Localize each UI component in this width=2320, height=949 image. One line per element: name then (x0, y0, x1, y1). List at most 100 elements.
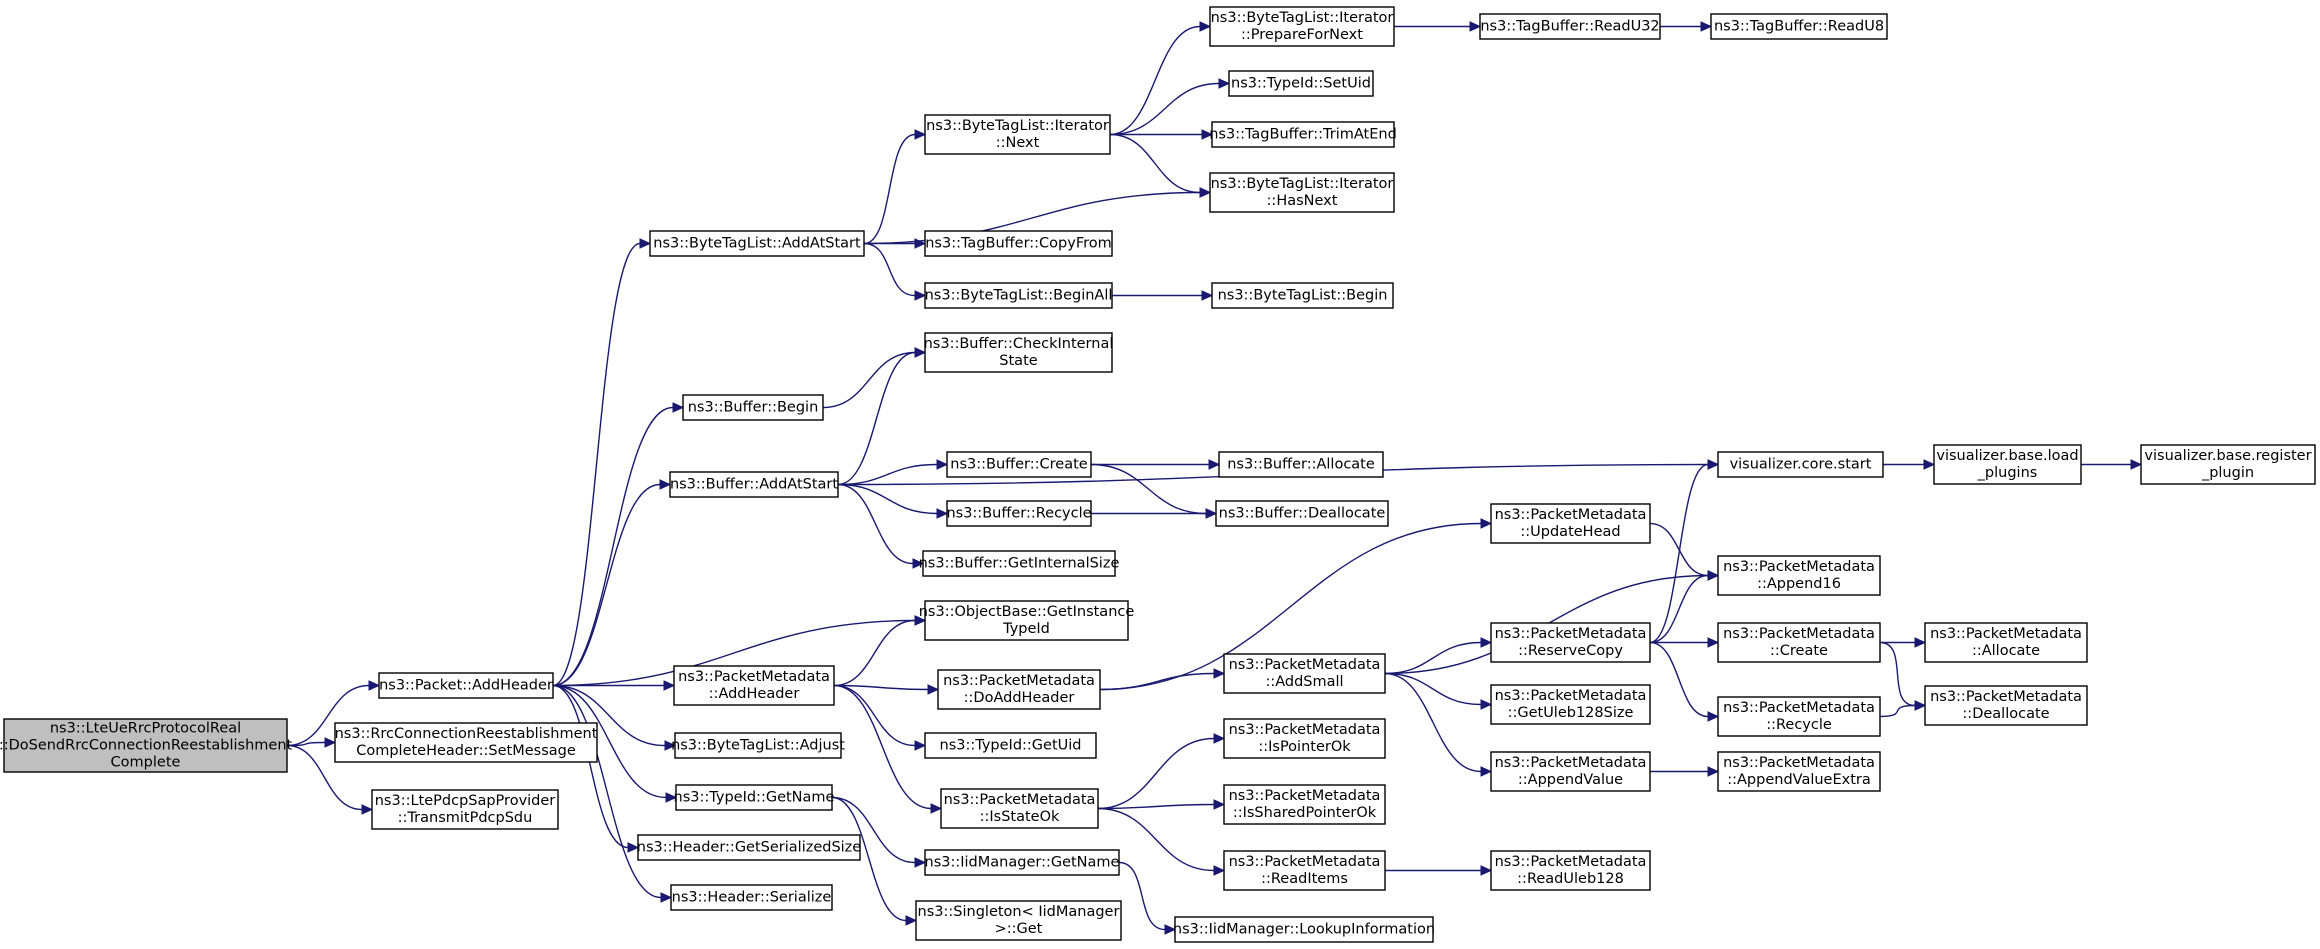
node-byte-tag-list-adjust[interactable]: ns3::ByteTagList::Adjust (671, 732, 845, 759)
node-tag-buffer-read-u32[interactable]: ns3::TagBuffer::ReadU32 (1479, 13, 1661, 40)
node-buffer-recycle[interactable]: ns3::Buffer::Recycle (946, 500, 1092, 527)
node-header-get-serialized-size[interactable]: ns3::Header::GetSerializedSize (637, 834, 862, 861)
edge-buffer_add_at_start-to-buffer_recycle (837, 483, 949, 519)
edge-pm_create-to-pm_allocate (1879, 637, 1927, 648)
node-byte-tag-list-begin[interactable]: ns3::ByteTagList::Begin (1211, 282, 1394, 309)
node-box (682, 394, 824, 421)
node-byte-tag-list-add-at-start[interactable]: ns3::ByteTagList::AddAtStart (649, 230, 865, 257)
node-iid-manager-lookup-information[interactable]: ns3::IidManager::LookupInformation (1173, 916, 1435, 943)
node-packet-metadata-read-items[interactable]: ns3::PacketMetadata::ReadItems (1223, 850, 1386, 891)
node-label: ::Recycle (1766, 717, 1832, 733)
node-type-id-get-uid[interactable]: ns3::TypeId::GetUid (924, 732, 1097, 759)
node-box (1223, 653, 1386, 694)
node-label: Complete (111, 755, 181, 771)
edge-pm_is_state_ok-to-pm_is_shared_ptr_ok (1097, 799, 1226, 810)
node-packet-metadata-append16[interactable]: ns3::PacketMetadata::Append16 (1717, 555, 1881, 596)
node-label: ns3::PacketMetadata (1723, 559, 1875, 575)
node-box (1933, 444, 2082, 485)
node-box (649, 230, 865, 257)
node-header-serialize[interactable]: ns3::Header::Serialize (670, 884, 833, 911)
node-label: ns3::Header::GetSerializedSize (637, 840, 862, 856)
node-lte-ue-rrc-protocol-real-do-send[interactable]: ns3::LteUeRrcProtocolReal::DoSendRrcConn… (0, 718, 292, 773)
node-byte-tag-list-iterator-has-next[interactable]: ns3::ByteTagList::Iterator::HasNext (1209, 172, 1395, 213)
node-label: ns3::PacketMetadata (1723, 700, 1875, 716)
node-packet-metadata-is-shared-pointer-ok[interactable]: ns3::PacketMetadata::IsSharedPointerOk (1223, 784, 1386, 825)
edges-layer (286, 21, 2143, 935)
node-box (3, 718, 288, 773)
edge-pm_add_header-to-pm_is_state_ok (833, 684, 943, 814)
node-packet-metadata-get-uleb128-size[interactable]: ns3::PacketMetadata::GetUleb128Size (1490, 684, 1651, 725)
node-label: ns3::Buffer::Create (950, 457, 1088, 473)
node-buffer-begin[interactable]: ns3::Buffer::Begin (682, 394, 824, 421)
edge-tagbuf_read_u32-to-tagbuf_read_u8 (1660, 21, 1713, 32)
node-box (1490, 850, 1651, 891)
node-byte-tag-list-begin-all[interactable]: ns3::ByteTagList::BeginAll (924, 282, 1113, 309)
node-lte-pdcp-sap-provider-transmit-pdcp-sdu[interactable]: ns3::LtePdcpSapProvider::TransmitPdcpSdu (371, 789, 559, 830)
node-box (674, 732, 842, 759)
node-packet-metadata-allocate[interactable]: ns3::PacketMetadata::Allocate (1924, 622, 2088, 663)
node-visualizer-core-start[interactable]: visualizer.core.start (1717, 451, 1884, 478)
edge-btl_iter_next-to-btl_iter_has_next (1109, 133, 1212, 198)
node-tag-buffer-trim-at-end[interactable]: ns3::TagBuffer::TrimAtEnd (1209, 121, 1397, 148)
node-box (946, 500, 1092, 527)
node-label: ::DoAddHeader (964, 690, 1075, 706)
node-packet-metadata-append-value[interactable]: ns3::PacketMetadata::AppendValue (1490, 751, 1651, 792)
node-visualizer-base-register-plugin[interactable]: visualizer.base.register_plugin (2140, 444, 2316, 485)
node-label: ns3::Buffer::Deallocate (1219, 506, 1386, 522)
node-packet-metadata-is-state-ok[interactable]: ns3::PacketMetadata::IsStateOk (940, 788, 1099, 829)
node-label: ::ReadItems (1261, 871, 1348, 887)
node-iid-manager-get-name[interactable]: ns3::IidManager::GetName (924, 849, 1120, 876)
node-type-id-get-name[interactable]: ns3::TypeId::GetName (674, 784, 835, 811)
edge-pm_reserve_copy-to-pm_recycle (1649, 641, 1720, 722)
node-label: ns3::PacketMetadata (1495, 507, 1647, 523)
edge-btl_add_at_start-to-tagbuf_copy_from (863, 238, 927, 249)
node-packet-metadata-add-header[interactable]: ns3::PacketMetadata::AddHeader (673, 665, 835, 706)
node-singleton-iid-manager-get[interactable]: ns3::Singleton< IidManager >::Get (915, 900, 1122, 941)
node-box (675, 784, 833, 811)
node-buffer-deallocate[interactable]: ns3::Buffer::Deallocate (1215, 500, 1389, 527)
edge-pm_create-to-pm_deallocate (1879, 641, 1927, 711)
edge-iid_get_name-to-iid_lookup_info (1118, 861, 1177, 935)
node-label: ::PrepareForNext (1241, 27, 1363, 43)
node-box (1924, 685, 2088, 726)
node-byte-tag-list-iterator-prepare-for-next[interactable]: ns3::ByteTagList::Iterator::PrepareForNe… (1209, 6, 1395, 47)
node-buffer-get-internal-size[interactable]: ns3::Buffer::GetInternalSize (919, 550, 1120, 577)
node-label: ::IsPointerOk (1258, 739, 1351, 755)
node-box (1174, 916, 1434, 943)
node-packet-metadata-reserve-copy[interactable]: ns3::PacketMetadata::ReserveCopy (1490, 622, 1651, 663)
node-packet-metadata-update-head[interactable]: ns3::PacketMetadata::UpdateHead (1490, 503, 1651, 544)
node-label: ns3::PacketMetadata (1229, 788, 1381, 804)
node-label: ::TransmitPdcpSdu (398, 810, 533, 826)
node-buffer-add-at-start[interactable]: ns3::Buffer::AddAtStart (669, 471, 839, 498)
node-rrc-connection-reestablishment-set-message[interactable]: ns3::RrcConnectionReestablishmentComplet… (334, 722, 598, 763)
edge-viz_load_plugins-to-viz_register_plugin (2081, 459, 2143, 470)
node-packet-metadata-add-small[interactable]: ns3::PacketMetadata::AddSmall (1223, 653, 1386, 694)
node-box (937, 669, 1101, 710)
edge-pm_reserve_copy-to-viz_core_start (1649, 459, 1720, 644)
node-buffer-create[interactable]: ns3::Buffer::Create (946, 451, 1092, 478)
node-tag-buffer-copy-from[interactable]: ns3::TagBuffer::CopyFrom (924, 230, 1113, 257)
node-packet-metadata-do-add-header[interactable]: ns3::PacketMetadata::DoAddHeader (937, 669, 1101, 710)
node-box (1228, 70, 1374, 97)
node-buffer-allocate[interactable]: ns3::Buffer::Allocate (1218, 451, 1384, 478)
node-packet-metadata-recycle[interactable]: ns3::PacketMetadata::Recycle (1717, 696, 1881, 737)
edge-typeid_get_name-to-iid_get_name (831, 796, 927, 868)
node-label: ::AppendValue (1518, 772, 1623, 788)
node-packet-metadata-create[interactable]: ns3::PacketMetadata::Create (1717, 622, 1881, 663)
node-type-id-set-uid[interactable]: ns3::TypeId::SetUid (1228, 70, 1374, 97)
node-byte-tag-list-iterator-next[interactable]: ns3::ByteTagList::Iterator::Next (924, 114, 1111, 155)
node-packet-add-header[interactable]: ns3::Packet::AddHeader (378, 672, 554, 699)
node-visualizer-base-load-plugins[interactable]: visualizer.base.load_plugins (1933, 444, 2082, 485)
node-tag-buffer-read-u8[interactable]: ns3::TagBuffer::ReadU8 (1710, 13, 1888, 40)
node-packet-metadata-is-pointer-ok[interactable]: ns3::PacketMetadata::IsPointerOk (1223, 718, 1386, 759)
node-label: _plugins (1977, 465, 2038, 481)
node-label: ns3::PacketMetadata (1495, 755, 1647, 771)
node-packet-metadata-deallocate[interactable]: ns3::PacketMetadata::Deallocate (1924, 685, 2088, 726)
node-packet-metadata-read-uleb128[interactable]: ns3::PacketMetadata::ReadUleb128 (1490, 850, 1651, 891)
node-label: ::ReadUleb128 (1517, 871, 1624, 887)
edge-pm_read_items-to-pm_read_uleb (1385, 865, 1493, 876)
node-packet-metadata-append-value-extra[interactable]: ns3::PacketMetadata::AppendValueExtra (1717, 751, 1881, 792)
